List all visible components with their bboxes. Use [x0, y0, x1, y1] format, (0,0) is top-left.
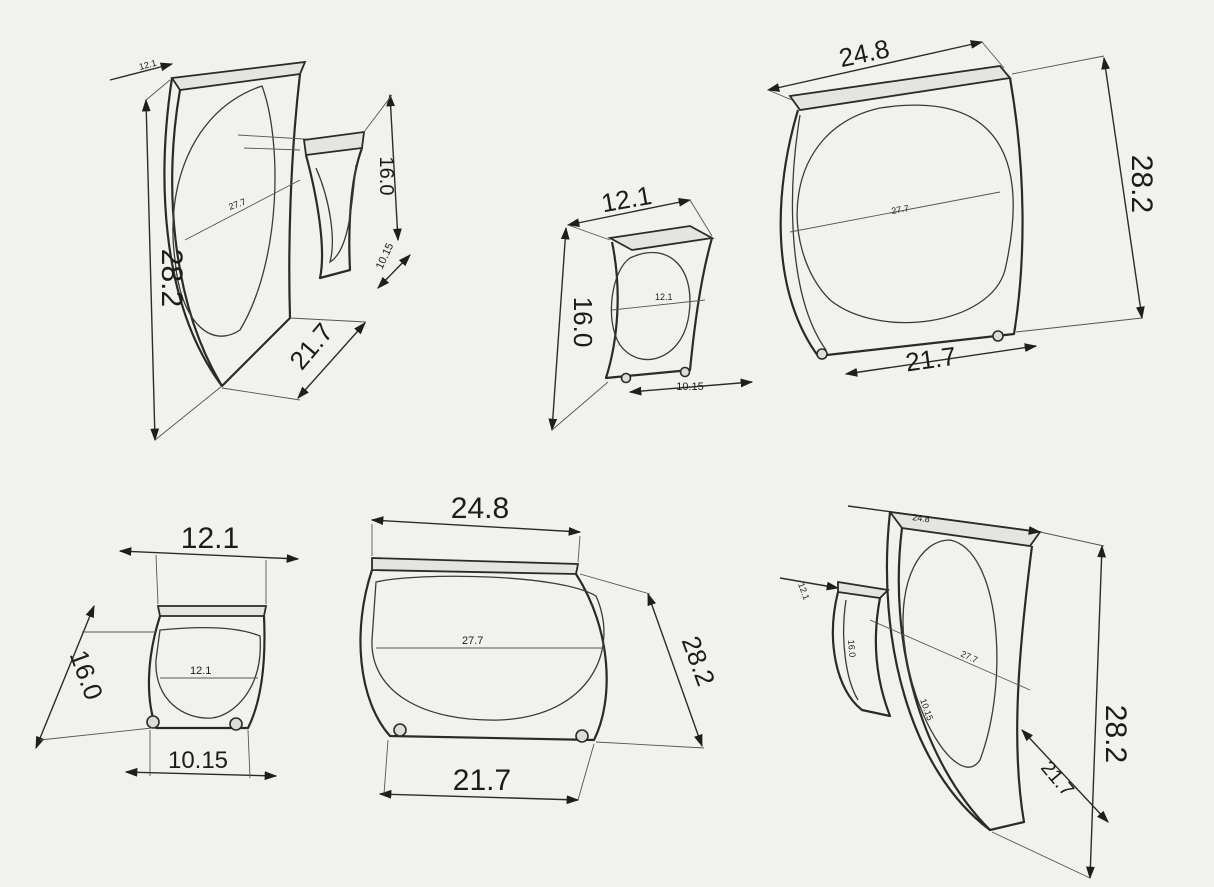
view-1-large-table: 27.7 [163, 60, 321, 388]
v6-height-label: 28.2 [1099, 705, 1132, 763]
v4-depth-label: 10.15 [168, 747, 228, 774]
v3-width-label: 24.8 [836, 33, 892, 73]
v1-small-height-label: 16.0 [375, 157, 397, 196]
v1-depth-label: 21.7 [283, 317, 339, 375]
v6-width-label: 24.8 [912, 512, 931, 524]
v2-depth-label: 10.15 [676, 381, 704, 393]
view-6-small-table: 16.0 10.15 [831, 580, 935, 722]
view-3-large-table: 27.7 24.8 28.2 21.7 [766, 33, 1158, 378]
v4-height-label: 16.0 [64, 646, 110, 704]
v6-depth-label: 21.7 [1036, 757, 1078, 801]
v6-small-height-label: 16.0 [846, 639, 857, 657]
v1-small-width-label: 12.1 [138, 58, 158, 72]
v3-inner-label: 27.7 [891, 203, 910, 216]
view-4-small-table-front: 12.1 12.1 16.0 10.15 [35, 522, 300, 781]
view-6-perspective-pair: 27.7 16.0 10.15 24.8 12.1 28.2 21.7 [779, 505, 1132, 880]
v2-inner-label: 12.1 [655, 292, 673, 302]
view-5-large-table-front: 27.7 24.8 28.2 21.7 [359, 492, 722, 805]
v2-height-label: 16.0 [568, 297, 598, 348]
v5-height-label: 28.2 [676, 632, 722, 690]
v1-height-label: 28.2 [155, 249, 188, 307]
v6-small-width-label: 12.1 [796, 581, 811, 601]
v2-width-label: 12.1 [599, 180, 654, 218]
v5-inner-label: 27.7 [462, 635, 483, 647]
view-1-perspective-pair: 27.7 28.2 21.7 16.0 10.15 12.1 [109, 58, 411, 442]
v4-inner-label: 12.1 [190, 665, 211, 677]
view-6-large-table: 27.7 [869, 510, 1042, 832]
v3-height-label: 28.2 [1125, 155, 1158, 213]
v5-width-label: 24.8 [451, 492, 509, 525]
v1-small-depth-label: 10.15 [374, 241, 397, 271]
v5-depth-label: 21.7 [453, 764, 511, 797]
view-2-small-table: 12.1 12.1 16.0 10.15 [548, 180, 754, 432]
v6-inner-label: 27.7 [959, 649, 979, 665]
v4-width-label: 12.1 [181, 522, 239, 555]
v3-depth-label: 21.7 [904, 341, 958, 378]
view-1-small-table [243, 130, 366, 280]
